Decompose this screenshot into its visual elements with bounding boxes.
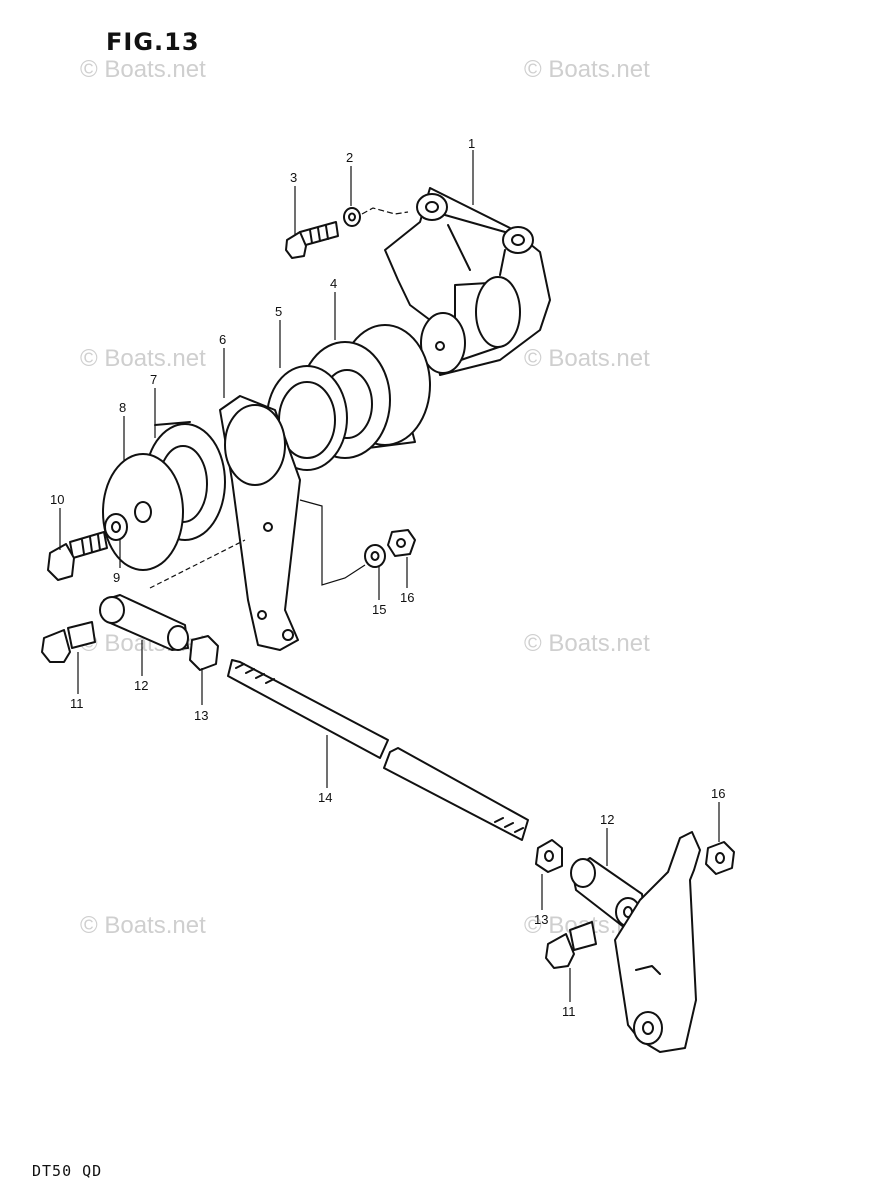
watermark: © Boats.net	[80, 56, 206, 83]
callout-12-upper: 12	[134, 678, 148, 693]
watermark: © Boats.net	[80, 345, 206, 372]
callout-12-lower: 12	[600, 812, 614, 827]
part-11-pin-upper	[41, 621, 96, 663]
callout-16-lower: 16	[711, 786, 725, 801]
callout-16-upper: 16	[400, 590, 414, 605]
part-13-nut-upper	[189, 635, 219, 671]
part-2-washer	[343, 207, 361, 227]
part-6-arm	[219, 395, 301, 651]
figure-title: FIG.13	[106, 28, 200, 56]
part-16-nut-upper	[387, 529, 416, 557]
callout-11-upper: 11	[70, 696, 84, 711]
part-13-nut-lower	[535, 839, 563, 873]
callout-13-upper: 13	[194, 708, 208, 723]
model-code: DT50 QD	[32, 1162, 103, 1180]
watermark: © Boats.net	[524, 345, 650, 372]
callout-10: 10	[50, 492, 64, 507]
callout-15: 15	[372, 602, 386, 617]
callout-labels: 1 2 3 4 5 6 7 8 9 10 11 12 13 14 15 16 1…	[50, 136, 725, 1019]
callout-1: 1	[468, 136, 475, 151]
part-1-bracket	[384, 187, 551, 376]
part-14-rod	[227, 659, 529, 841]
part-11-pin-lower	[545, 921, 597, 969]
watermark: © Boats.net	[524, 56, 650, 83]
part-12-joint-upper	[99, 594, 189, 651]
watermark: © Boats.net	[524, 630, 650, 657]
callout-2: 2	[346, 150, 353, 165]
watermark: © Boats.net	[80, 912, 206, 939]
callout-11-lower: 11	[562, 1004, 576, 1019]
part-15-washer	[364, 544, 386, 568]
callout-13-lower: 13	[534, 912, 548, 927]
part-10-bolt	[47, 531, 108, 581]
part-9-washer	[104, 513, 128, 541]
leader-lines	[59, 150, 720, 1002]
callout-8: 8	[119, 400, 126, 415]
callout-7: 7	[150, 372, 157, 387]
throttle-lever	[614, 831, 701, 1053]
part-3-bolt	[285, 221, 339, 259]
callout-3: 3	[290, 170, 297, 185]
callout-14: 14	[318, 790, 332, 805]
callout-4: 4	[330, 276, 337, 291]
callout-9: 9	[113, 570, 120, 585]
callout-5: 5	[275, 304, 282, 319]
callout-6: 6	[219, 332, 226, 347]
part-16-nut-lower	[705, 841, 735, 875]
part-8-disc	[102, 453, 184, 571]
